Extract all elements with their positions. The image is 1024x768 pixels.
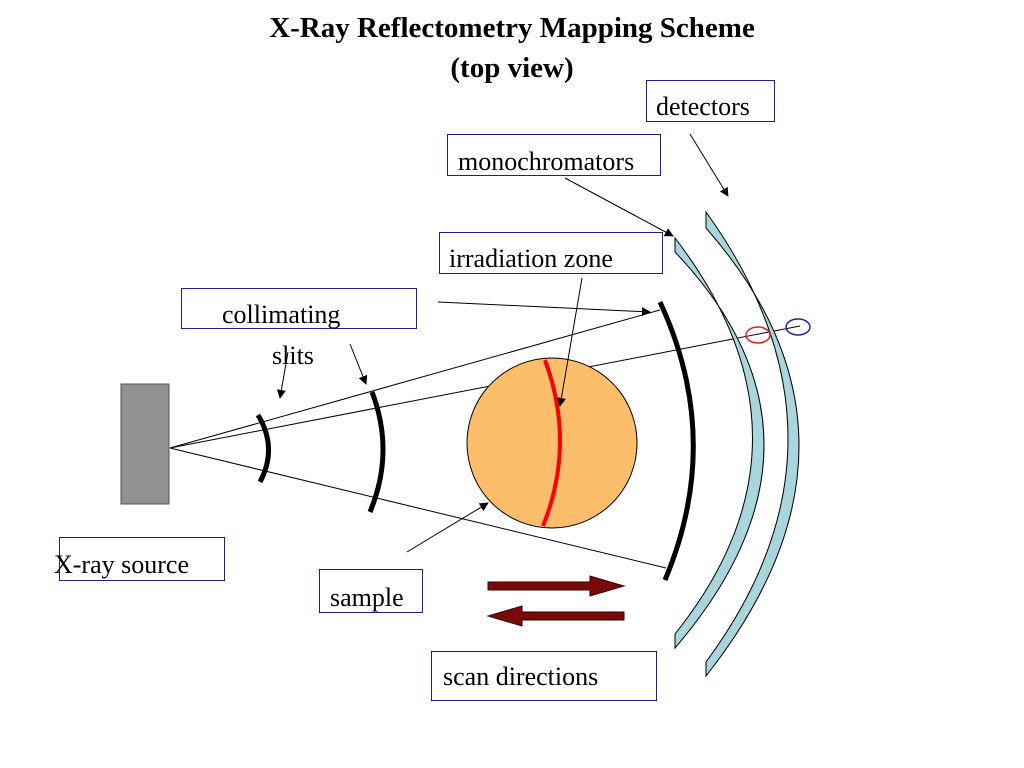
- collimating-label-line-1: collimating: [222, 300, 341, 329]
- sample-label: sample: [330, 583, 404, 612]
- detectors-pointer: [689, 133, 729, 197]
- large-slit-arc: [657, 300, 696, 581]
- scan-arrow-left: [486, 605, 625, 627]
- xray-source-label: X-ray source: [54, 550, 189, 579]
- sample-disc: [466, 357, 638, 529]
- monochromators-pointer: [564, 177, 674, 237]
- beam-ray: [169, 325, 801, 449]
- title-line-1: X-Ray Reflectometry Mapping Scheme: [269, 12, 755, 44]
- collimating-slit-1: [255, 413, 271, 484]
- collimating-slit-1-pointer: [276, 351, 289, 399]
- collimating-slits-box: [181, 288, 417, 329]
- monochromator-marker: [745, 326, 771, 344]
- detector-marker: [785, 318, 811, 336]
- collimating-slit-2-pointer: [349, 343, 368, 385]
- monochromators-box: [447, 134, 661, 176]
- xray-source-block: [120, 383, 170, 505]
- irradiation-zone-box: [439, 232, 663, 274]
- irradiation-zone-line: [541, 359, 562, 527]
- monochromators-label: monochromators: [458, 147, 635, 176]
- detectors-box: [646, 80, 775, 122]
- irradiation-zone-label: irradiation zone: [449, 244, 613, 273]
- detector-arc: [705, 210, 800, 678]
- detectors-label: detectors: [656, 92, 750, 121]
- monochromator-crystal: [674, 236, 765, 650]
- collimating-slit-2: [367, 391, 386, 513]
- title-line-2: (top view): [450, 52, 574, 84]
- beam-upper-edge: [169, 309, 661, 449]
- xray-source-box: [59, 537, 225, 581]
- scan-directions-box: [431, 651, 657, 701]
- collimating-label-line-2: slits: [272, 341, 314, 370]
- sample-box: [319, 569, 423, 613]
- scan-arrow-right: [487, 575, 626, 597]
- large-slit-pointer: [437, 301, 651, 317]
- beam-lower-edge: [169, 447, 667, 569]
- irradiation-zone-pointer: [556, 277, 583, 407]
- scan-directions-label: scan directions: [443, 662, 599, 691]
- sample-pointer: [406, 502, 489, 553]
